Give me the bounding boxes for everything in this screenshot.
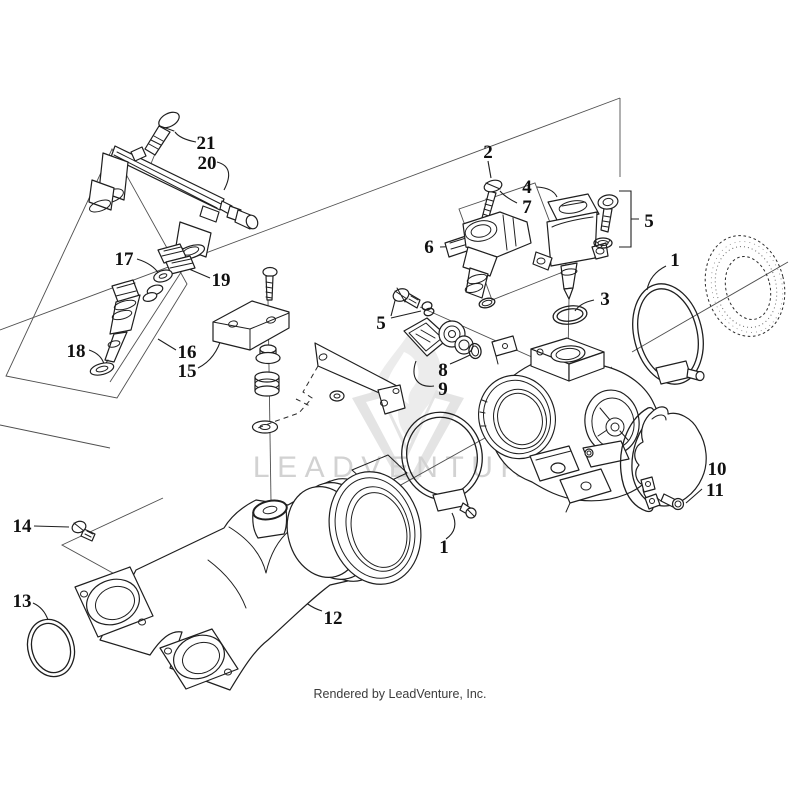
part-iac-valve-4 [532, 193, 609, 300]
part-bolt-14 [71, 520, 96, 542]
part-screw-11 [656, 493, 685, 511]
callout-8[interactable]: 8 [438, 360, 448, 381]
part-o-ring-13 [26, 618, 76, 678]
part-fuel-injector-18 [89, 279, 141, 376]
callout-13[interactable]: 13 [13, 591, 32, 612]
callout-17[interactable]: 17 [115, 249, 135, 270]
callout-20[interactable]: 20 [198, 153, 217, 174]
callout-12[interactable]: 12 [324, 608, 343, 629]
callout-6[interactable]: 6 [424, 237, 434, 258]
callout-14[interactable]: 14 [13, 516, 33, 537]
part-clamp-1-top [632, 283, 705, 385]
callout-2[interactable]: 2 [483, 142, 493, 163]
callout-1-bottom[interactable]: 1 [439, 537, 449, 558]
part-fuel-rail [88, 145, 259, 260]
part-o-ring-3 [552, 305, 588, 325]
callout-16[interactable]: 16 [178, 342, 197, 363]
part-tps-sensor-8-9 [403, 317, 482, 360]
callout-5-left[interactable]: 5 [376, 313, 386, 334]
part-cover-10 [619, 406, 707, 513]
part-manifold-12 [74, 454, 422, 691]
part-foam-ring [704, 235, 786, 337]
callout-18[interactable]: 18 [67, 341, 86, 362]
callout-5-right[interactable]: 5 [644, 211, 654, 232]
footer-credit: Rendered by LeadVenture, Inc. [313, 687, 486, 701]
part-mounting-plate-phantom [257, 342, 406, 429]
callout-labels: 21 20 17 19 18 16 15 2 4 7 5 5 6 3 1 8 9… [13, 133, 727, 629]
callout-21[interactable]: 21 [197, 133, 216, 154]
callout-7[interactable]: 7 [522, 197, 532, 218]
part-throttle-body [478, 335, 663, 513]
callout-10[interactable]: 10 [708, 459, 727, 480]
part-rail-bolt-21 [144, 111, 180, 156]
part-clamp-1-bottom [401, 411, 483, 519]
part-screw-washer-5-left [392, 287, 435, 317]
part-map-sensor-6 [444, 211, 532, 309]
callout-19[interactable]: 19 [212, 270, 231, 291]
callout-4[interactable]: 4 [522, 177, 532, 198]
part-bracket-mounts-15 [212, 266, 290, 434]
callout-9[interactable]: 9 [438, 379, 448, 400]
callout-15[interactable]: 15 [178, 361, 197, 382]
part-injector-retainers-19 [157, 243, 196, 275]
callout-11[interactable]: 11 [706, 480, 724, 501]
part-washer-17 [142, 269, 173, 302]
callout-1-top[interactable]: 1 [670, 250, 680, 271]
part-bolt-2 [481, 179, 503, 221]
part-screw-washer-5-right [593, 194, 619, 249]
callout-3[interactable]: 3 [600, 289, 610, 310]
